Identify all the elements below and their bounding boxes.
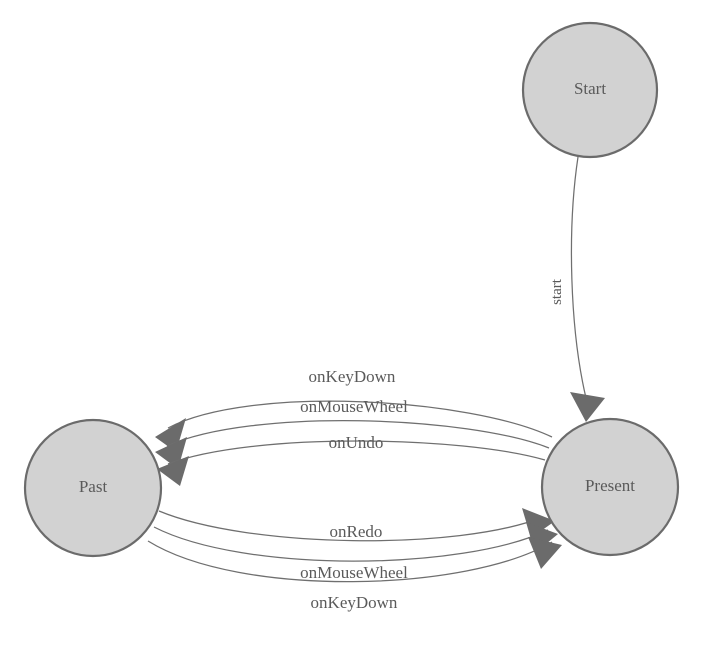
edge-path-present-to-past-onmousewheel xyxy=(166,420,550,449)
node-present-label: Present xyxy=(585,476,635,495)
edge-label-onundo: onUndo xyxy=(329,433,384,452)
edge-label-onmousewheel-bottom: onMouseWheel xyxy=(300,563,408,582)
node-past[interactable]: Past xyxy=(23,418,163,558)
node-present-circle xyxy=(540,417,680,557)
edge-label-onredo: onRedo xyxy=(330,522,383,541)
edge-present-to-past-onundo[interactable]: onUndo xyxy=(157,433,546,486)
arrowhead-present-top xyxy=(570,392,605,422)
edge-path-past-to-present-onkeydown xyxy=(147,540,553,583)
edge-start-to-present[interactable]: start xyxy=(549,156,605,422)
edge-label-onkeydown-bottom: onKeyDown xyxy=(311,593,398,612)
edge-past-to-present-onkeydown[interactable]: onKeyDown xyxy=(147,537,562,612)
edge-path-present-to-past-onkeydown xyxy=(167,400,553,438)
node-start-circle xyxy=(521,21,659,159)
node-start-label: Start xyxy=(574,79,606,98)
edge-path-past-to-present-onmousewheel xyxy=(153,526,549,562)
edge-path-present-to-past-onundo xyxy=(167,440,546,465)
edge-label-start: start xyxy=(549,278,565,305)
node-start[interactable]: Start xyxy=(521,21,659,159)
node-past-circle xyxy=(23,418,163,558)
node-present[interactable]: Present xyxy=(540,417,680,557)
arrowhead-past-3 xyxy=(157,456,189,486)
edge-path-past-to-present-onredo xyxy=(158,510,544,542)
edge-path-start-to-present xyxy=(570,156,587,399)
node-past-label: Past xyxy=(79,477,108,496)
arrowhead-present-3 xyxy=(528,537,562,569)
edge-past-to-present-onredo[interactable]: onRedo xyxy=(158,508,555,542)
edge-label-onmousewheel-top: onMouseWheel xyxy=(300,397,408,416)
edge-label-onkeydown-top: onKeyDown xyxy=(309,367,396,386)
